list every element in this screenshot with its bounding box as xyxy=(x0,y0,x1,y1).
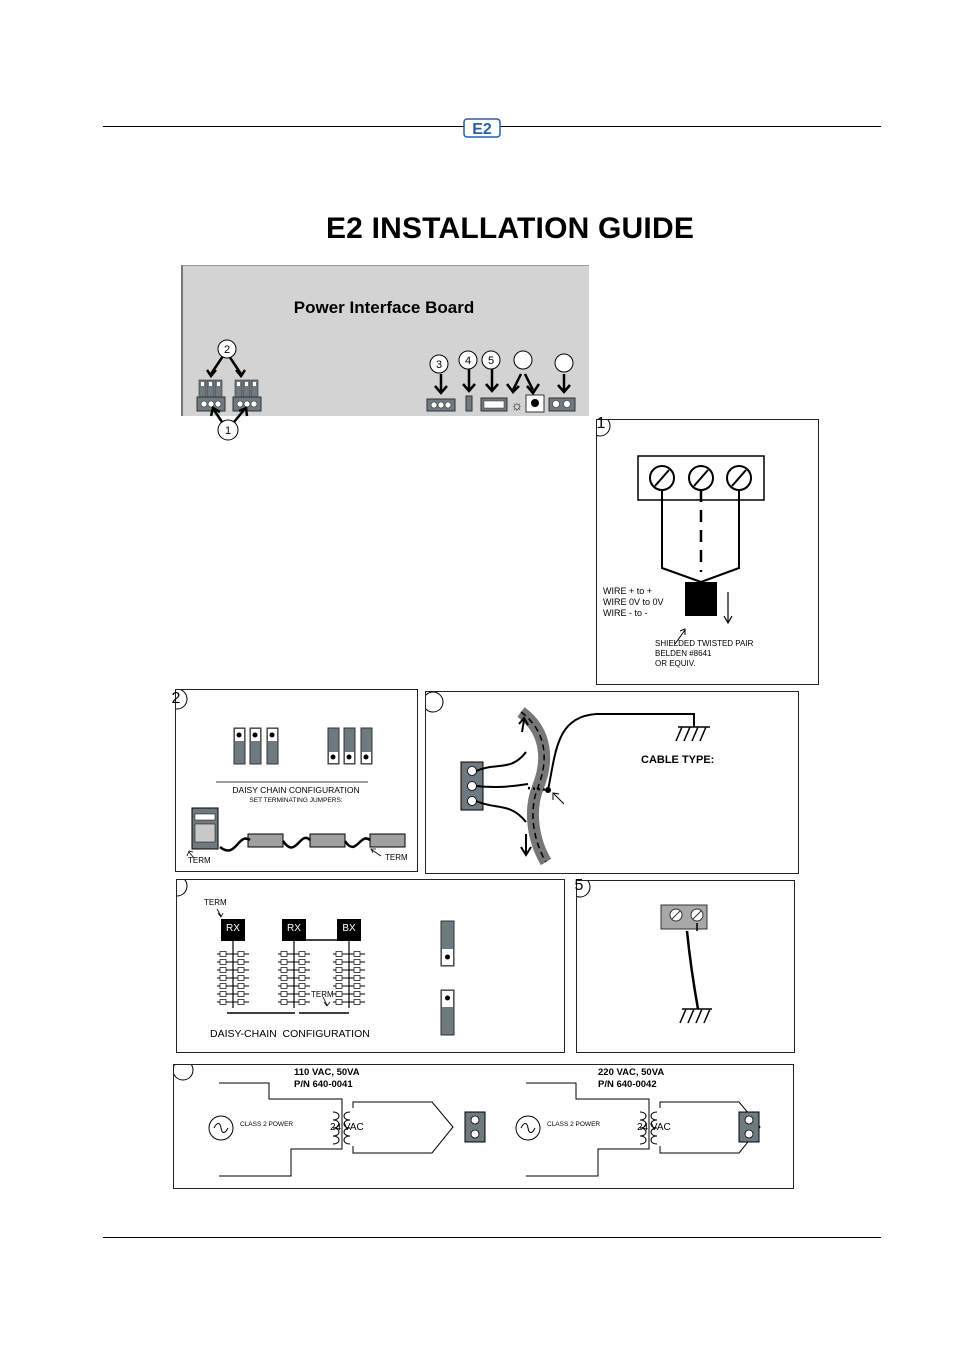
chip-pin xyxy=(280,967,288,973)
panel-4-term-mid: TERM xyxy=(311,990,334,999)
page-title: E2 INSTALLATION GUIDE xyxy=(325,212,695,245)
panel-3-shield-ground: CABLE TYPE: xyxy=(425,691,799,874)
chip-pin xyxy=(298,959,306,965)
chip-pin xyxy=(237,951,245,957)
chip-pin xyxy=(353,991,361,997)
chip-pin xyxy=(335,975,343,981)
chip-pin xyxy=(298,991,306,997)
svg-text:4: 4 xyxy=(465,355,471,367)
wiring-instructions: WIRE + to + WIRE 0V to 0V WIRE - to - xyxy=(603,586,664,618)
chip-pin xyxy=(280,983,288,989)
left-24vac-label: 24 VAC xyxy=(330,1122,364,1133)
board-components: ☼ xyxy=(196,350,576,413)
svg-text:3: 3 xyxy=(436,359,442,371)
chip-pin xyxy=(335,999,343,1005)
chip-pin xyxy=(335,951,343,957)
chip-pin xyxy=(237,967,245,973)
term-right-label: TERM xyxy=(385,853,408,862)
panel-2-daisy-chain: 2 DAISY CHAIN CONFIGURATION SET TERMINAT… xyxy=(172,689,418,872)
chip-pin xyxy=(280,959,288,965)
chip-pin xyxy=(219,991,227,997)
panel-1-wiring: 1 WIRE + to + WIRE 0V to 0V WIRE - to - … xyxy=(596,415,819,685)
panel-2-subheading: SET TERMINATING JUMPERS: xyxy=(249,797,343,804)
chip-pin xyxy=(353,967,361,973)
cable-type-label: CABLE TYPE: xyxy=(641,754,715,766)
panel-5-number: 5 xyxy=(574,877,584,894)
footer-rule xyxy=(103,1237,881,1238)
chip-pin xyxy=(237,983,245,989)
chip-pin xyxy=(237,975,245,981)
chip-pin xyxy=(353,951,361,957)
board-title: Power Interface Board xyxy=(293,298,475,317)
chip-pin xyxy=(219,967,227,973)
panel-1-number: 1 xyxy=(596,415,606,432)
chip-pin xyxy=(353,999,361,1005)
chip-pin xyxy=(298,975,306,981)
svg-text:2: 2 xyxy=(224,344,230,356)
svg-text:1: 1 xyxy=(225,425,231,437)
svg-text:5: 5 xyxy=(488,355,494,367)
right-rating: 220 VAC, 50VA P/N 640-0042 xyxy=(598,1067,665,1090)
panel-2-number: 2 xyxy=(171,690,181,707)
e2-logo: E2 xyxy=(463,117,501,139)
panel-5-ground: 5 xyxy=(575,877,795,1053)
chip-pin xyxy=(237,999,245,1005)
panel-4-term-top: TERM xyxy=(204,898,227,907)
rx-box-2: RX xyxy=(287,923,301,934)
chip-pin xyxy=(219,959,227,965)
chip-pin xyxy=(298,983,306,989)
panel-4-daisy-chain: TERM RX RX BX TERM DAISY-CHAIN CONFIGURA… xyxy=(176,879,565,1053)
chip-pin xyxy=(280,975,288,981)
panel-6-transformers: 110 VAC, 50VA P/N 640-0041 CLASS 2 POWER… xyxy=(173,1064,794,1189)
chip-pin xyxy=(280,999,288,1005)
panel-4-caption: DAISY-CHAIN CONFIGURATION xyxy=(210,1028,370,1040)
left-rating: 110 VAC, 50VA P/N 640-0041 xyxy=(294,1067,360,1090)
svg-text:E2: E2 xyxy=(472,121,492,138)
chip-pin xyxy=(298,967,306,973)
power-interface-board: Power Interface Board ☼ xyxy=(181,265,589,416)
chip-pin xyxy=(298,999,306,1005)
chip-pin xyxy=(335,991,343,997)
left-class2-label: CLASS 2 POWER xyxy=(240,1121,294,1128)
rx-box-1: RX xyxy=(226,923,240,934)
chip-pin xyxy=(280,991,288,997)
right-class2-label: CLASS 2 POWER xyxy=(547,1121,601,1128)
chip-pin xyxy=(335,967,343,973)
term-left-label: TERM xyxy=(188,856,211,865)
chip-pin xyxy=(335,983,343,989)
chip-pin xyxy=(237,991,245,997)
chip-pin xyxy=(280,951,288,957)
chip-pin xyxy=(237,959,245,965)
right-24vac-label: 24 VAC xyxy=(637,1122,671,1133)
chip-pin xyxy=(298,951,306,957)
chip-pin xyxy=(219,951,227,957)
panel-2-heading: DAISY CHAIN CONFIGURATION xyxy=(232,785,360,795)
chip-pin xyxy=(219,975,227,981)
cable-spec: SHIELDED TWISTED PAIR BELDEN #8641 OR EQ… xyxy=(655,639,754,668)
chip-pin xyxy=(353,975,361,981)
bx-box: BX xyxy=(342,923,356,934)
chip-pin xyxy=(219,983,227,989)
board-callouts: 2 3 4 5 1 xyxy=(210,339,501,441)
chip-pin xyxy=(335,959,343,965)
chip-pin xyxy=(353,983,361,989)
svg-text:☼: ☼ xyxy=(511,397,524,413)
chip-pin xyxy=(219,999,227,1005)
chip-pin xyxy=(353,959,361,965)
